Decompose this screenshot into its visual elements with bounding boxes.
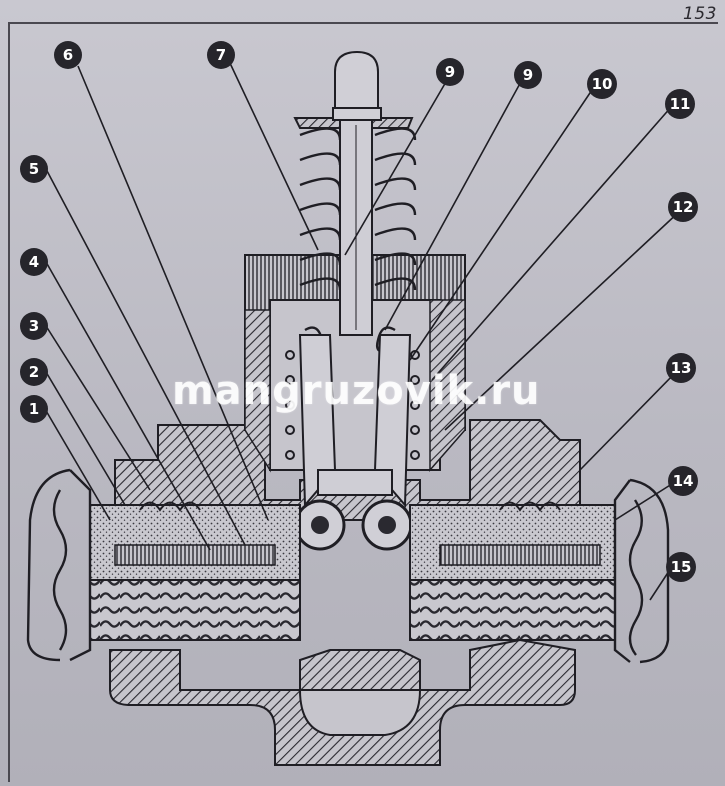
callouts: 1 2 3 4 5 6 7 9 9 10 11 12 13 14 15	[20, 41, 698, 582]
callout-9b-label: 9	[523, 66, 533, 84]
lever-rollers	[294, 499, 413, 551]
callout-2: 2	[20, 358, 48, 386]
callout-15: 15	[666, 552, 696, 582]
inner-spring	[285, 350, 420, 460]
right-end-cap	[613, 478, 670, 664]
callout-10: 10	[587, 69, 617, 99]
lower-housing	[109, 638, 576, 766]
callout-10-label: 10	[592, 75, 613, 93]
page-number: 153	[683, 4, 717, 24]
callout-14-label: 14	[673, 472, 694, 490]
right-piston-assembly	[409, 501, 616, 641]
leader-lines	[44, 60, 682, 601]
callout-9a-label: 9	[445, 63, 455, 81]
callout-3-label: 3	[29, 317, 39, 335]
left-piston-assembly	[89, 501, 301, 641]
callout-12-label: 12	[673, 198, 694, 216]
callout-6: 6	[54, 41, 82, 69]
lever-fork	[298, 334, 412, 508]
callout-6-label: 6	[63, 46, 73, 64]
push-rod	[332, 50, 382, 336]
callout-4: 4	[20, 248, 48, 276]
callout-3: 3	[20, 312, 48, 340]
callout-13: 13	[666, 353, 696, 383]
callout-7-label: 7	[216, 46, 226, 64]
callout-2-label: 2	[29, 363, 39, 381]
callout-9a: 9	[436, 58, 464, 86]
callout-5-label: 5	[29, 160, 39, 178]
callout-9b: 9	[514, 61, 542, 89]
callout-1: 1	[20, 395, 48, 423]
callout-11-label: 11	[670, 95, 691, 113]
callout-4-label: 4	[29, 253, 39, 271]
callout-14: 14	[668, 466, 698, 496]
callout-12: 12	[668, 192, 698, 222]
callout-5: 5	[20, 155, 48, 183]
callout-15-label: 15	[671, 558, 692, 576]
callout-1-label: 1	[29, 400, 39, 418]
figure-frame	[8, 22, 718, 782]
callout-7: 7	[207, 41, 235, 69]
callout-13-label: 13	[671, 359, 692, 377]
left-end-cap	[26, 468, 92, 662]
callout-11: 11	[665, 89, 695, 119]
